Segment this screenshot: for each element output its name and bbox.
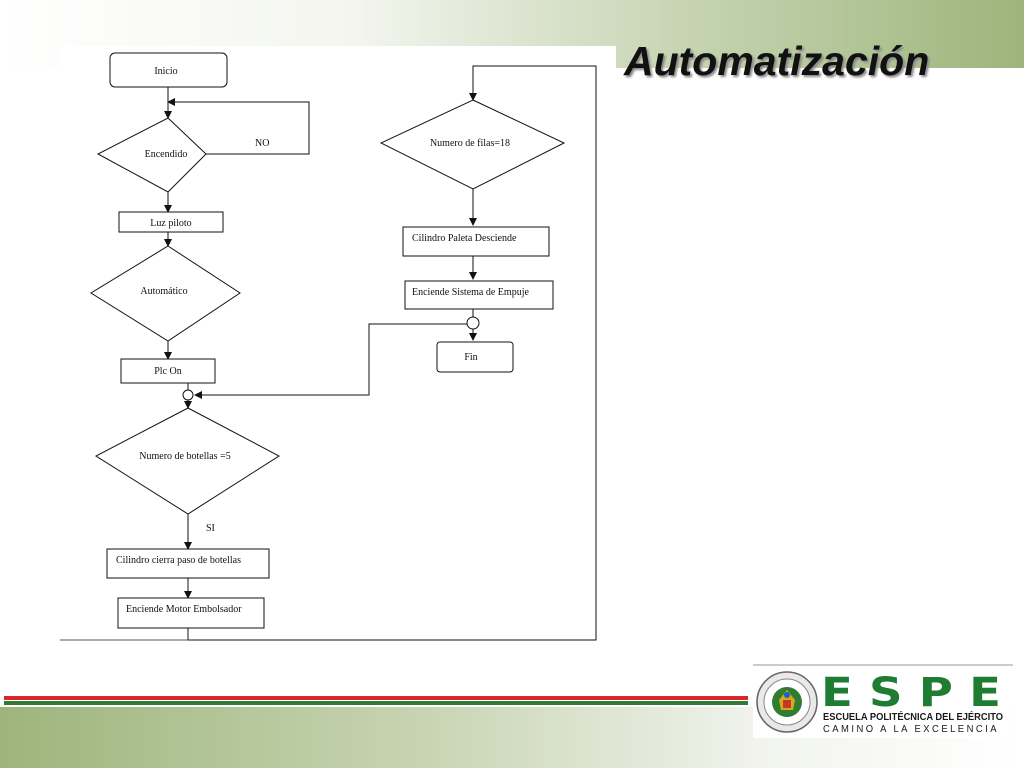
node-enciende-sistema [404, 280, 554, 310]
flowchart-canvas: Inicio Encendido NO Luz piloto Automátic… [60, 46, 616, 642]
node-cilindro-paleta [402, 226, 550, 257]
espe-seal [756, 671, 818, 733]
red-stripe [4, 696, 748, 700]
junction-right [466, 316, 480, 330]
connector-no-loop [167, 98, 310, 155]
label-no: NO [255, 138, 269, 149]
node-cilindro-cierra [106, 548, 270, 579]
label-si: SI [206, 523, 215, 534]
espe-logo-graphic: E S P E ESCUELA POLITÉCNICA DEL EJÉRCITO… [753, 664, 1013, 735]
espe-institution-name: ESCUELA POLITÉCNICA DEL EJÉRCITO [823, 710, 1003, 723]
flow-connectors [60, 65, 597, 641]
node-enciende-motor-label: Enciende Motor Embolsador [126, 604, 242, 615]
connector-merge-left [194, 323, 473, 399]
connector-return-loop [187, 65, 597, 641]
decision-encendido-label: Encendido [145, 149, 188, 160]
node-fin-label: Fin [464, 352, 477, 363]
decision-automatico [90, 245, 241, 342]
decision-automatico-label: Automático [140, 286, 187, 297]
node-luz-piloto [118, 211, 224, 233]
espe-letters: E S P E [821, 670, 1001, 716]
decision-numero-filas-label: Numero de filas=18 [430, 138, 510, 149]
green-stripe [4, 701, 748, 705]
node-enciende-motor [117, 597, 265, 629]
flowchart-diagram: Inicio Encendido NO Luz piloto Automátic… [60, 52, 597, 641]
decision-numero-botellas-label: Numero de botellas =5 [139, 451, 230, 462]
slide-title: Automatización [624, 38, 930, 84]
espe-motto: CAMINO A LA EXCELENCIA [823, 724, 999, 735]
node-enciende-sistema-label: Enciende Sistema de Empuje [412, 287, 529, 298]
node-fin [436, 341, 514, 373]
junction-left [182, 389, 194, 401]
node-inicio [109, 52, 228, 88]
node-plc-on-label: Plc On [154, 366, 182, 377]
decision-numero-botellas [94, 407, 280, 515]
espe-logo: E S P E ESCUELA POLITÉCNICA DEL EJÉRCITO… [753, 664, 1013, 738]
node-luz-piloto-label: Luz piloto [150, 218, 191, 229]
decision-encendido [96, 117, 207, 193]
node-plc-on [120, 358, 216, 384]
node-cilindro-cierra-label: Cilindro cierra paso de botellas [116, 555, 241, 566]
node-inicio-label: Inicio [154, 66, 177, 77]
node-cilindro-paleta-label: Cilindro Paleta Desciende [412, 233, 517, 244]
decision-numero-filas [379, 99, 566, 190]
